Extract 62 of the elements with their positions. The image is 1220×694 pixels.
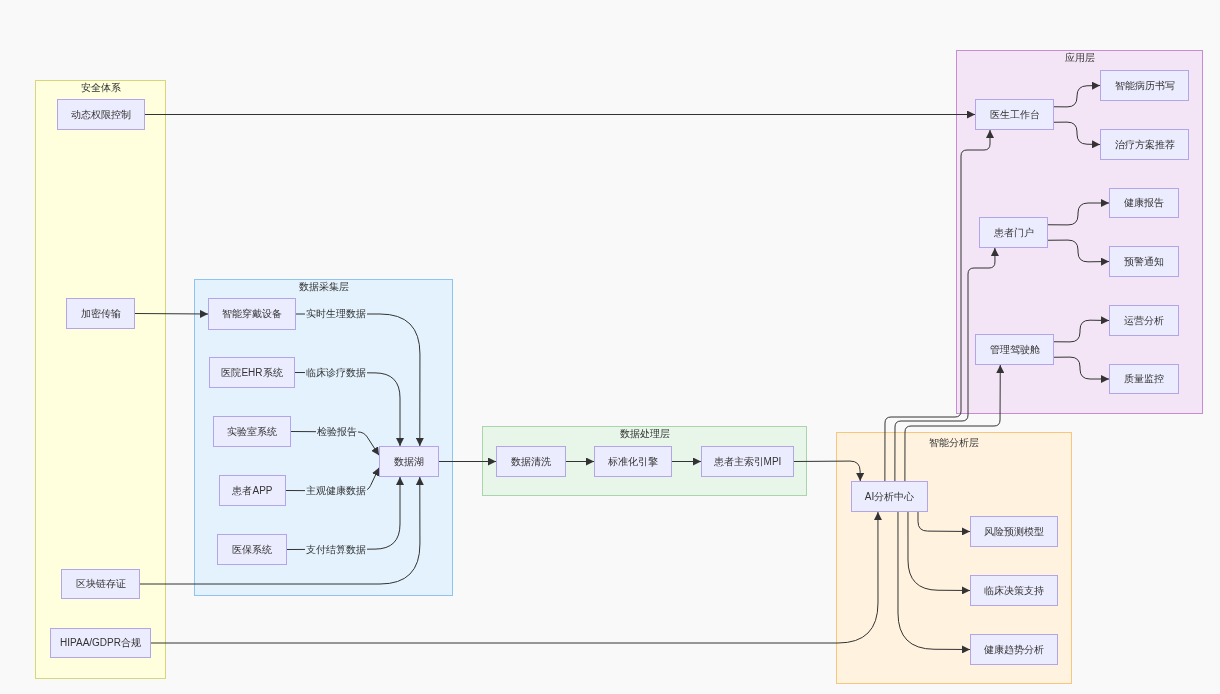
process-box: 质量监控 xyxy=(1109,364,1179,394)
arrow xyxy=(897,511,971,654)
layer-panel xyxy=(35,80,166,679)
process-box: 预警通知 xyxy=(1109,246,1179,277)
process-box: 健康趋势分析 xyxy=(970,634,1058,665)
process-box: 动态权限控制 xyxy=(57,99,145,130)
layer-title: 安全体系 xyxy=(80,82,121,94)
arrow xyxy=(144,110,976,119)
process-box: 智能穿戴设备 xyxy=(208,298,296,330)
process-box: 数据湖 xyxy=(379,446,439,477)
process-box: HIPAA/GDPR合规 xyxy=(50,628,151,658)
arrow xyxy=(295,313,424,447)
arrow xyxy=(907,511,971,595)
arrow xyxy=(671,457,702,466)
arrow xyxy=(894,247,999,482)
process-box: 加密传输 xyxy=(66,298,135,329)
arrow xyxy=(904,364,1005,482)
process-box: 医院EHR系统 xyxy=(209,357,295,388)
arrow xyxy=(438,457,497,466)
layer-title: 智能分析层 xyxy=(929,437,979,449)
arrow xyxy=(139,476,424,585)
arrow xyxy=(286,476,404,550)
process-box: 智能病历书写 xyxy=(1100,70,1189,101)
process-box: 医保系统 xyxy=(217,534,287,565)
process-box: 风险预测模型 xyxy=(970,516,1058,547)
arrow xyxy=(1053,81,1101,108)
layer-title: 应用层 xyxy=(1064,52,1095,64)
arrow xyxy=(917,511,971,536)
process-box: 标准化引擎 xyxy=(594,446,672,477)
process-box: 治疗方案推荐 xyxy=(1100,129,1189,160)
process-box: 区块链存证 xyxy=(61,569,140,599)
arrow xyxy=(290,431,380,456)
arrow xyxy=(294,372,404,447)
process-box: 患者主索引MPI xyxy=(701,446,794,477)
process-box: 运营分析 xyxy=(1109,305,1179,336)
process-box: 医生工作台 xyxy=(975,99,1054,130)
layer-panel xyxy=(194,279,453,596)
arrow xyxy=(134,309,209,318)
arrow xyxy=(1047,239,1110,266)
arrow xyxy=(285,467,380,492)
arrow xyxy=(1053,356,1110,383)
process-box: 健康报告 xyxy=(1109,188,1179,218)
process-box: 临床决策支持 xyxy=(970,575,1058,606)
arrow xyxy=(793,460,865,482)
process-box: 数据清洗 xyxy=(496,446,566,477)
layer-title: 数据采集层 xyxy=(298,281,349,293)
arrow xyxy=(1053,316,1110,343)
arrow xyxy=(150,511,882,644)
process-box: 管理驾驶舱 xyxy=(975,334,1054,365)
arrow xyxy=(884,129,994,482)
edge-label: 实时生理数据 xyxy=(305,308,367,320)
process-box: 患者门户 xyxy=(979,217,1048,248)
process-box: 实验室系统 xyxy=(213,416,291,447)
process-box: 患者APP xyxy=(219,475,286,506)
layer-panel xyxy=(836,432,1072,684)
layer-panel xyxy=(956,50,1203,414)
arrow xyxy=(565,457,595,466)
arrow xyxy=(1047,199,1110,226)
layer-panel xyxy=(482,426,807,496)
arrow xyxy=(1053,121,1101,149)
layer-title: 数据处理层 xyxy=(619,428,670,440)
process-box: AI分析中心 xyxy=(851,481,928,512)
